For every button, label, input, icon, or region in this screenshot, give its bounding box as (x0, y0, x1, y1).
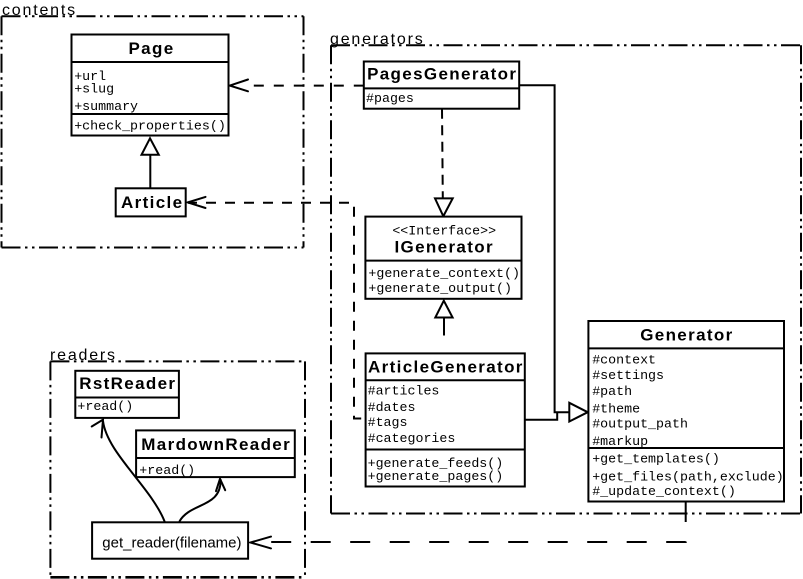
svg-text:#dates: #dates (368, 400, 416, 415)
svg-text:#articles: #articles (368, 384, 440, 399)
svg-text:+slug: +slug (74, 82, 114, 97)
svg-text:#context: #context (592, 352, 656, 367)
svg-text:#settings: #settings (592, 368, 664, 383)
svg-text:#theme: #theme (592, 401, 640, 416)
svg-text:+read(): +read() (77, 399, 133, 414)
svg-text:ArticleGenerator: ArticleGenerator (368, 358, 524, 377)
svg-text:get_reader(filename): get_reader(filename) (102, 534, 241, 551)
svg-text:Generator: Generator (640, 326, 733, 345)
svg-text:+check_properties(): +check_properties() (74, 118, 226, 133)
svg-text:+summary: +summary (74, 99, 138, 114)
svg-text:+generate_output(): +generate_output() (368, 281, 512, 296)
svg-text:generators: generators (330, 31, 425, 48)
svg-text:Page: Page (128, 39, 174, 58)
svg-text:IGenerator: IGenerator (394, 237, 493, 256)
svg-text:MardownReader: MardownReader (141, 435, 291, 454)
svg-text:RstReader: RstReader (79, 374, 176, 393)
svg-text:Article: Article (121, 193, 183, 212)
svg-text:+read(): +read() (139, 463, 195, 478)
svg-text:readers: readers (50, 347, 117, 364)
svg-text:<<Interface>>: <<Interface>> (392, 223, 496, 238)
svg-text:#output_path: #output_path (592, 416, 688, 431)
svg-text:#path: #path (592, 384, 632, 399)
svg-text:#pages: #pages (366, 91, 414, 106)
svg-text:PagesGenerator: PagesGenerator (367, 65, 517, 84)
svg-text:#markup: #markup (592, 434, 648, 449)
svg-text:+get_files(path,exclude): +get_files(path,exclude) (592, 470, 784, 485)
svg-text:#categories: #categories (368, 431, 456, 446)
svg-text:+url: +url (74, 69, 106, 84)
svg-text:#_update_context(): #_update_context() (592, 484, 736, 499)
svg-text:+get_templates(): +get_templates() (592, 452, 720, 467)
svg-text:contents: contents (2, 2, 77, 19)
svg-text:+generate_feeds(): +generate_feeds() (368, 456, 504, 471)
svg-text:+generate_context(): +generate_context() (368, 266, 520, 281)
svg-text:#tags: #tags (368, 415, 408, 430)
svg-text:+generate_pages(): +generate_pages() (368, 469, 504, 484)
